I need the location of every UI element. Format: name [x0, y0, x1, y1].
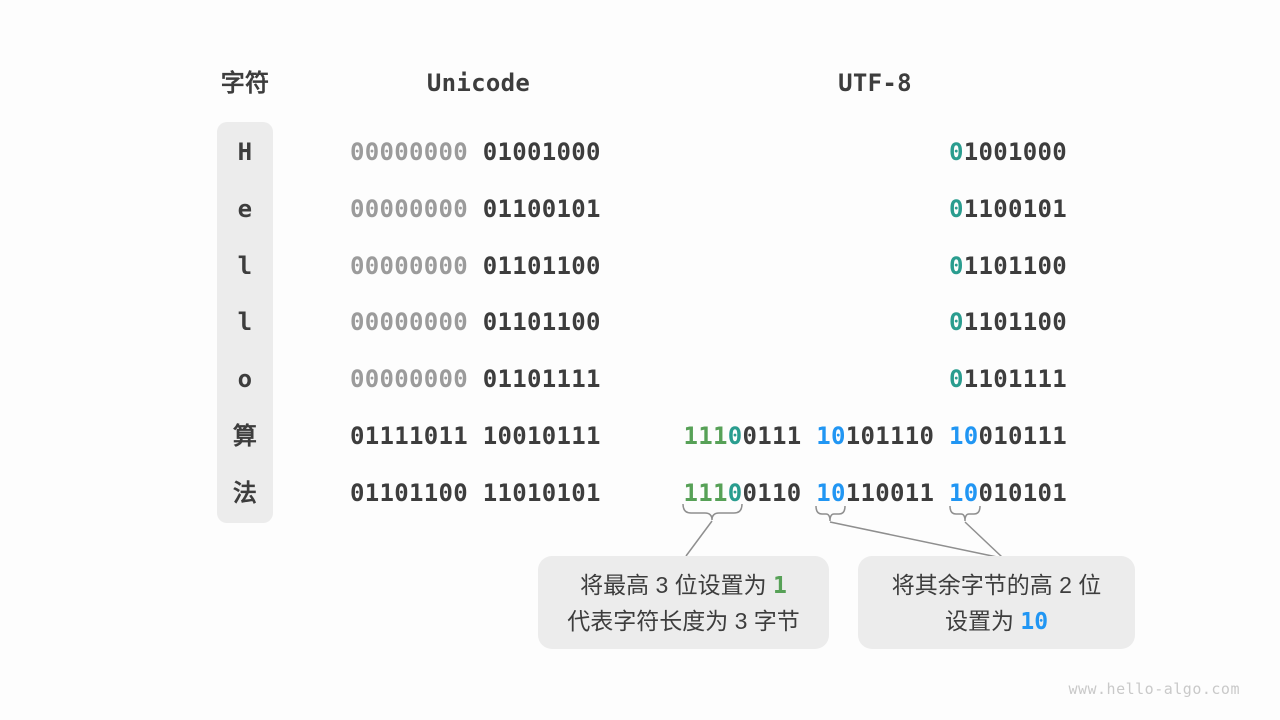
unicode-bits: 10010111: [482, 422, 601, 450]
callout-text: 设置为: [944, 607, 1021, 634]
utf8-bits: 0: [727, 478, 743, 507]
utf8-bits: 0: [727, 422, 743, 450]
utf8-value: 11100111 10101110 10010111: [684, 421, 1068, 451]
callout-text-line: 代表字符长度为 3 字节: [567, 603, 800, 639]
callout-text: 10: [1020, 608, 1049, 635]
byte-gap: [934, 422, 949, 450]
utf8-bits: 10: [816, 478, 846, 507]
utf8-value: 11100110 10110011 10010101: [684, 478, 1068, 508]
underbrace-continuation-bits-2: [949, 505, 981, 522]
character-cell: o: [237, 365, 253, 394]
byte-gap: [802, 479, 817, 507]
column-header-character: 字符: [220, 69, 270, 97]
utf8-bits: 110011: [845, 478, 935, 507]
utf8-bits: 10: [816, 422, 846, 450]
unicode-bits: 01101100: [482, 308, 601, 337]
byte-gap: [468, 308, 483, 336]
utf8-value: 01101100: [949, 251, 1067, 281]
unicode-bits: 01111011: [350, 422, 468, 450]
utf8-bits: 010111: [978, 422, 1067, 450]
byte-gap: [934, 479, 949, 507]
unicode-bits: 00000000: [350, 251, 468, 280]
utf8-bits: 0: [949, 194, 964, 223]
utf8-value: 01101100: [949, 307, 1067, 337]
callout-text-line: 将最高 3 位设置为 1: [580, 567, 787, 603]
callout-text: 1: [773, 572, 787, 599]
byte-gap: [468, 252, 483, 280]
callout-text-line: 设置为 10: [945, 603, 1048, 639]
utf8-bits: 101110: [845, 422, 935, 450]
callout-length-bits: 将最高 3 位设置为 1 代表字符长度为 3 字节: [538, 556, 829, 649]
unicode-bits: 01101100: [482, 251, 601, 280]
utf8-bits: 010101: [978, 478, 1067, 507]
unicode-value: 00000000 01101100: [350, 307, 601, 337]
utf8-bits: 0: [949, 251, 964, 280]
utf8-bits: 111: [683, 422, 728, 450]
utf8-bits: 1100101: [963, 194, 1067, 223]
utf8-value: 01001000: [949, 137, 1067, 167]
unicode-bits: 01101111: [482, 365, 601, 394]
callout-text-line: 将其余字节的高 2 位: [892, 567, 1102, 603]
utf8-value: 01101111: [949, 364, 1067, 394]
character-cell: 算: [232, 422, 258, 450]
utf8-bits: 10: [949, 478, 979, 507]
column-header-utf8: UTF-8: [838, 69, 912, 97]
utf8-bits: 0111: [742, 422, 802, 450]
utf8-bits: 0110: [742, 478, 802, 507]
unicode-value: 00000000 01101100: [350, 251, 601, 281]
callout-text: 将最高 3 位设置为: [580, 571, 774, 598]
character-cell: H: [237, 138, 253, 166]
connector-line-continuation-1: [829, 521, 998, 558]
unicode-value: 01101100 11010101: [350, 478, 601, 508]
underbrace-continuation-bits-1: [815, 505, 846, 522]
byte-gap: [468, 138, 483, 166]
byte-gap: [468, 195, 483, 223]
utf8-bits: 1101100: [963, 251, 1067, 280]
unicode-bits: 01100101: [482, 194, 601, 223]
byte-gap: [802, 422, 817, 450]
callout-text: 将其余字节的高 2 位: [891, 571, 1102, 598]
callout-continuation-bits: 将其余字节的高 2 位设置为 10: [858, 556, 1135, 649]
unicode-bits: 11010101: [482, 478, 601, 507]
unicode-bits: 00000000: [350, 365, 468, 394]
connector-line-continuation-2: [964, 521, 1003, 558]
unicode-value: 01111011 10010111: [350, 421, 601, 451]
character-column-background: [217, 122, 273, 523]
character-cell: e: [237, 194, 253, 223]
connector-line-length: [685, 520, 713, 557]
byte-gap: [468, 479, 483, 507]
unicode-bits: 00000000: [350, 194, 468, 223]
callout-text: 代表字符长度为 3 字节: [567, 607, 800, 634]
column-header-unicode: Unicode: [426, 69, 531, 97]
utf8-bits: 10: [949, 422, 979, 450]
utf8-bits: 1101111: [963, 365, 1067, 394]
byte-gap: [468, 422, 483, 450]
utf8-bits: 0: [949, 138, 964, 166]
utf8-bits: 111: [683, 478, 728, 507]
utf8-bits: 0: [949, 308, 964, 337]
utf8-bits: 1101100: [963, 308, 1067, 337]
character-cell: 法: [232, 478, 258, 507]
character-cell: l: [237, 251, 253, 280]
unicode-value: 00000000 01101111: [350, 364, 601, 394]
character-cell: l: [237, 308, 253, 337]
unicode-bits: 00000000: [350, 308, 468, 337]
utf8-value: 01100101: [949, 194, 1067, 224]
unicode-value: 00000000 01001000: [350, 137, 601, 167]
unicode-bits: 01001000: [482, 138, 601, 166]
byte-gap: [468, 365, 483, 393]
unicode-bits: 01101100: [350, 478, 468, 507]
unicode-value: 00000000 01100101: [350, 194, 601, 224]
unicode-bits: 00000000: [350, 138, 468, 166]
utf8-bits: 1001000: [963, 138, 1067, 166]
watermark: www.hello-algo.com: [1068, 680, 1240, 698]
utf8-bits: 0: [949, 365, 964, 394]
